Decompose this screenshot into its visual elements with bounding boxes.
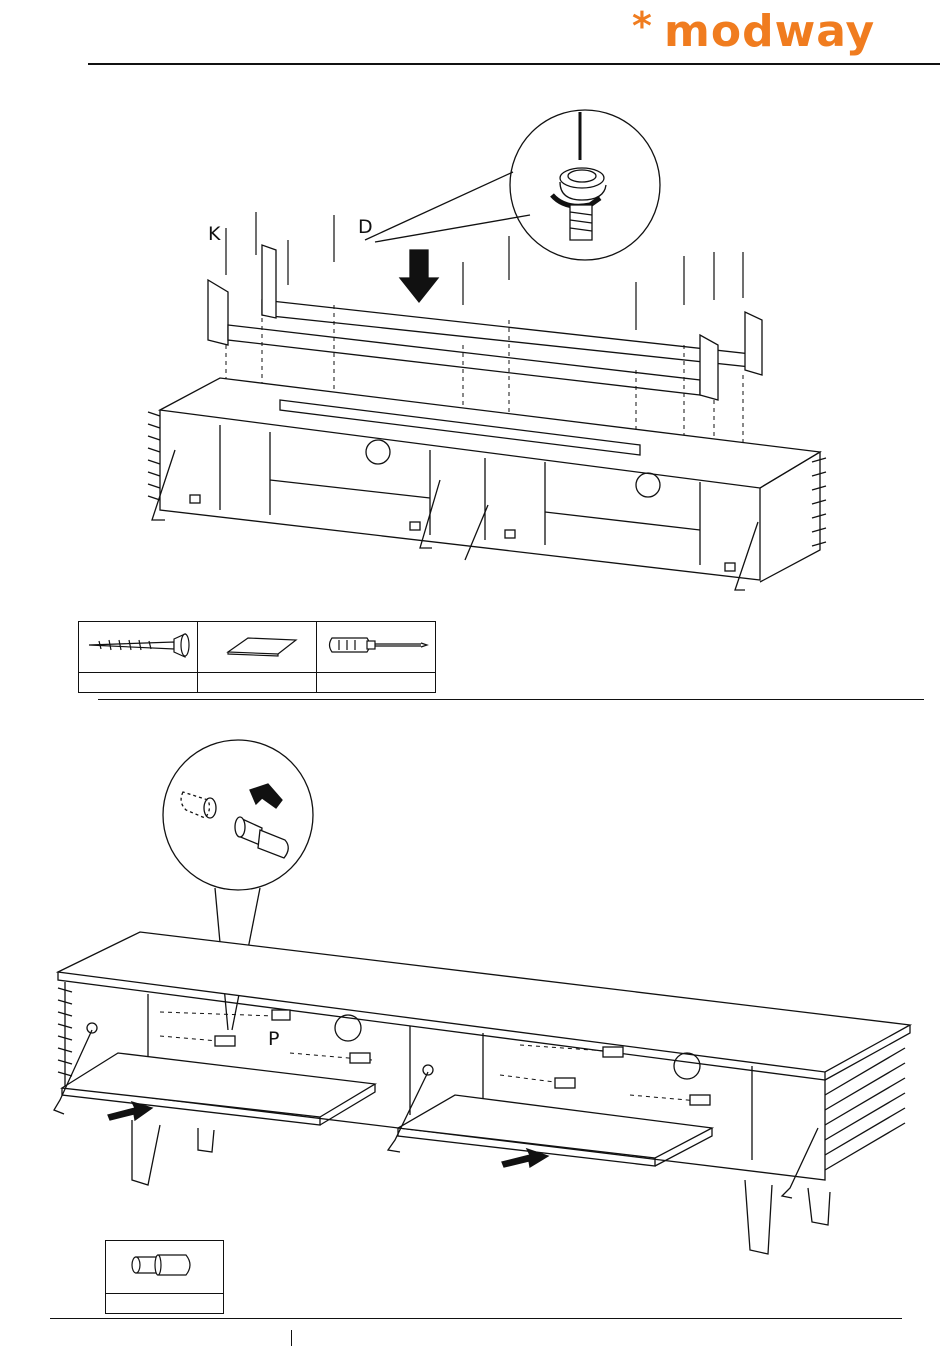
parts-qty-pad bbox=[198, 673, 317, 693]
step2-parts-table bbox=[105, 1240, 224, 1314]
parts-qty-screwdriver bbox=[317, 673, 436, 693]
parts-qty-shelf-pin bbox=[106, 1294, 224, 1314]
parts-cell-screw bbox=[79, 622, 198, 673]
left-shelf bbox=[62, 1053, 375, 1117]
shelf-pin-icon bbox=[106, 1241, 223, 1289]
right-shelf bbox=[398, 1095, 712, 1158]
parts-cell-screwdriver bbox=[317, 622, 436, 673]
zoom-detail-circle-2 bbox=[163, 740, 313, 890]
parts-cell-pad bbox=[198, 622, 317, 673]
parts-cell-shelf-pin bbox=[106, 1241, 224, 1294]
step1-illustration bbox=[0, 0, 950, 700]
pad-icon bbox=[198, 622, 316, 668]
screw-icon bbox=[79, 622, 197, 668]
footer-rule bbox=[50, 1318, 902, 1319]
push-arrow-right-icon bbox=[502, 1149, 548, 1167]
label-d: D bbox=[358, 216, 373, 238]
down-arrow-icon bbox=[400, 250, 438, 302]
label-p: P bbox=[268, 1028, 279, 1050]
step2-illustration bbox=[0, 700, 950, 1260]
screwdriver-icon bbox=[317, 622, 435, 668]
parts-qty-screw bbox=[79, 673, 198, 693]
step1-parts-table bbox=[78, 621, 436, 693]
footer-tick bbox=[291, 1330, 292, 1346]
label-k: K bbox=[208, 223, 220, 245]
